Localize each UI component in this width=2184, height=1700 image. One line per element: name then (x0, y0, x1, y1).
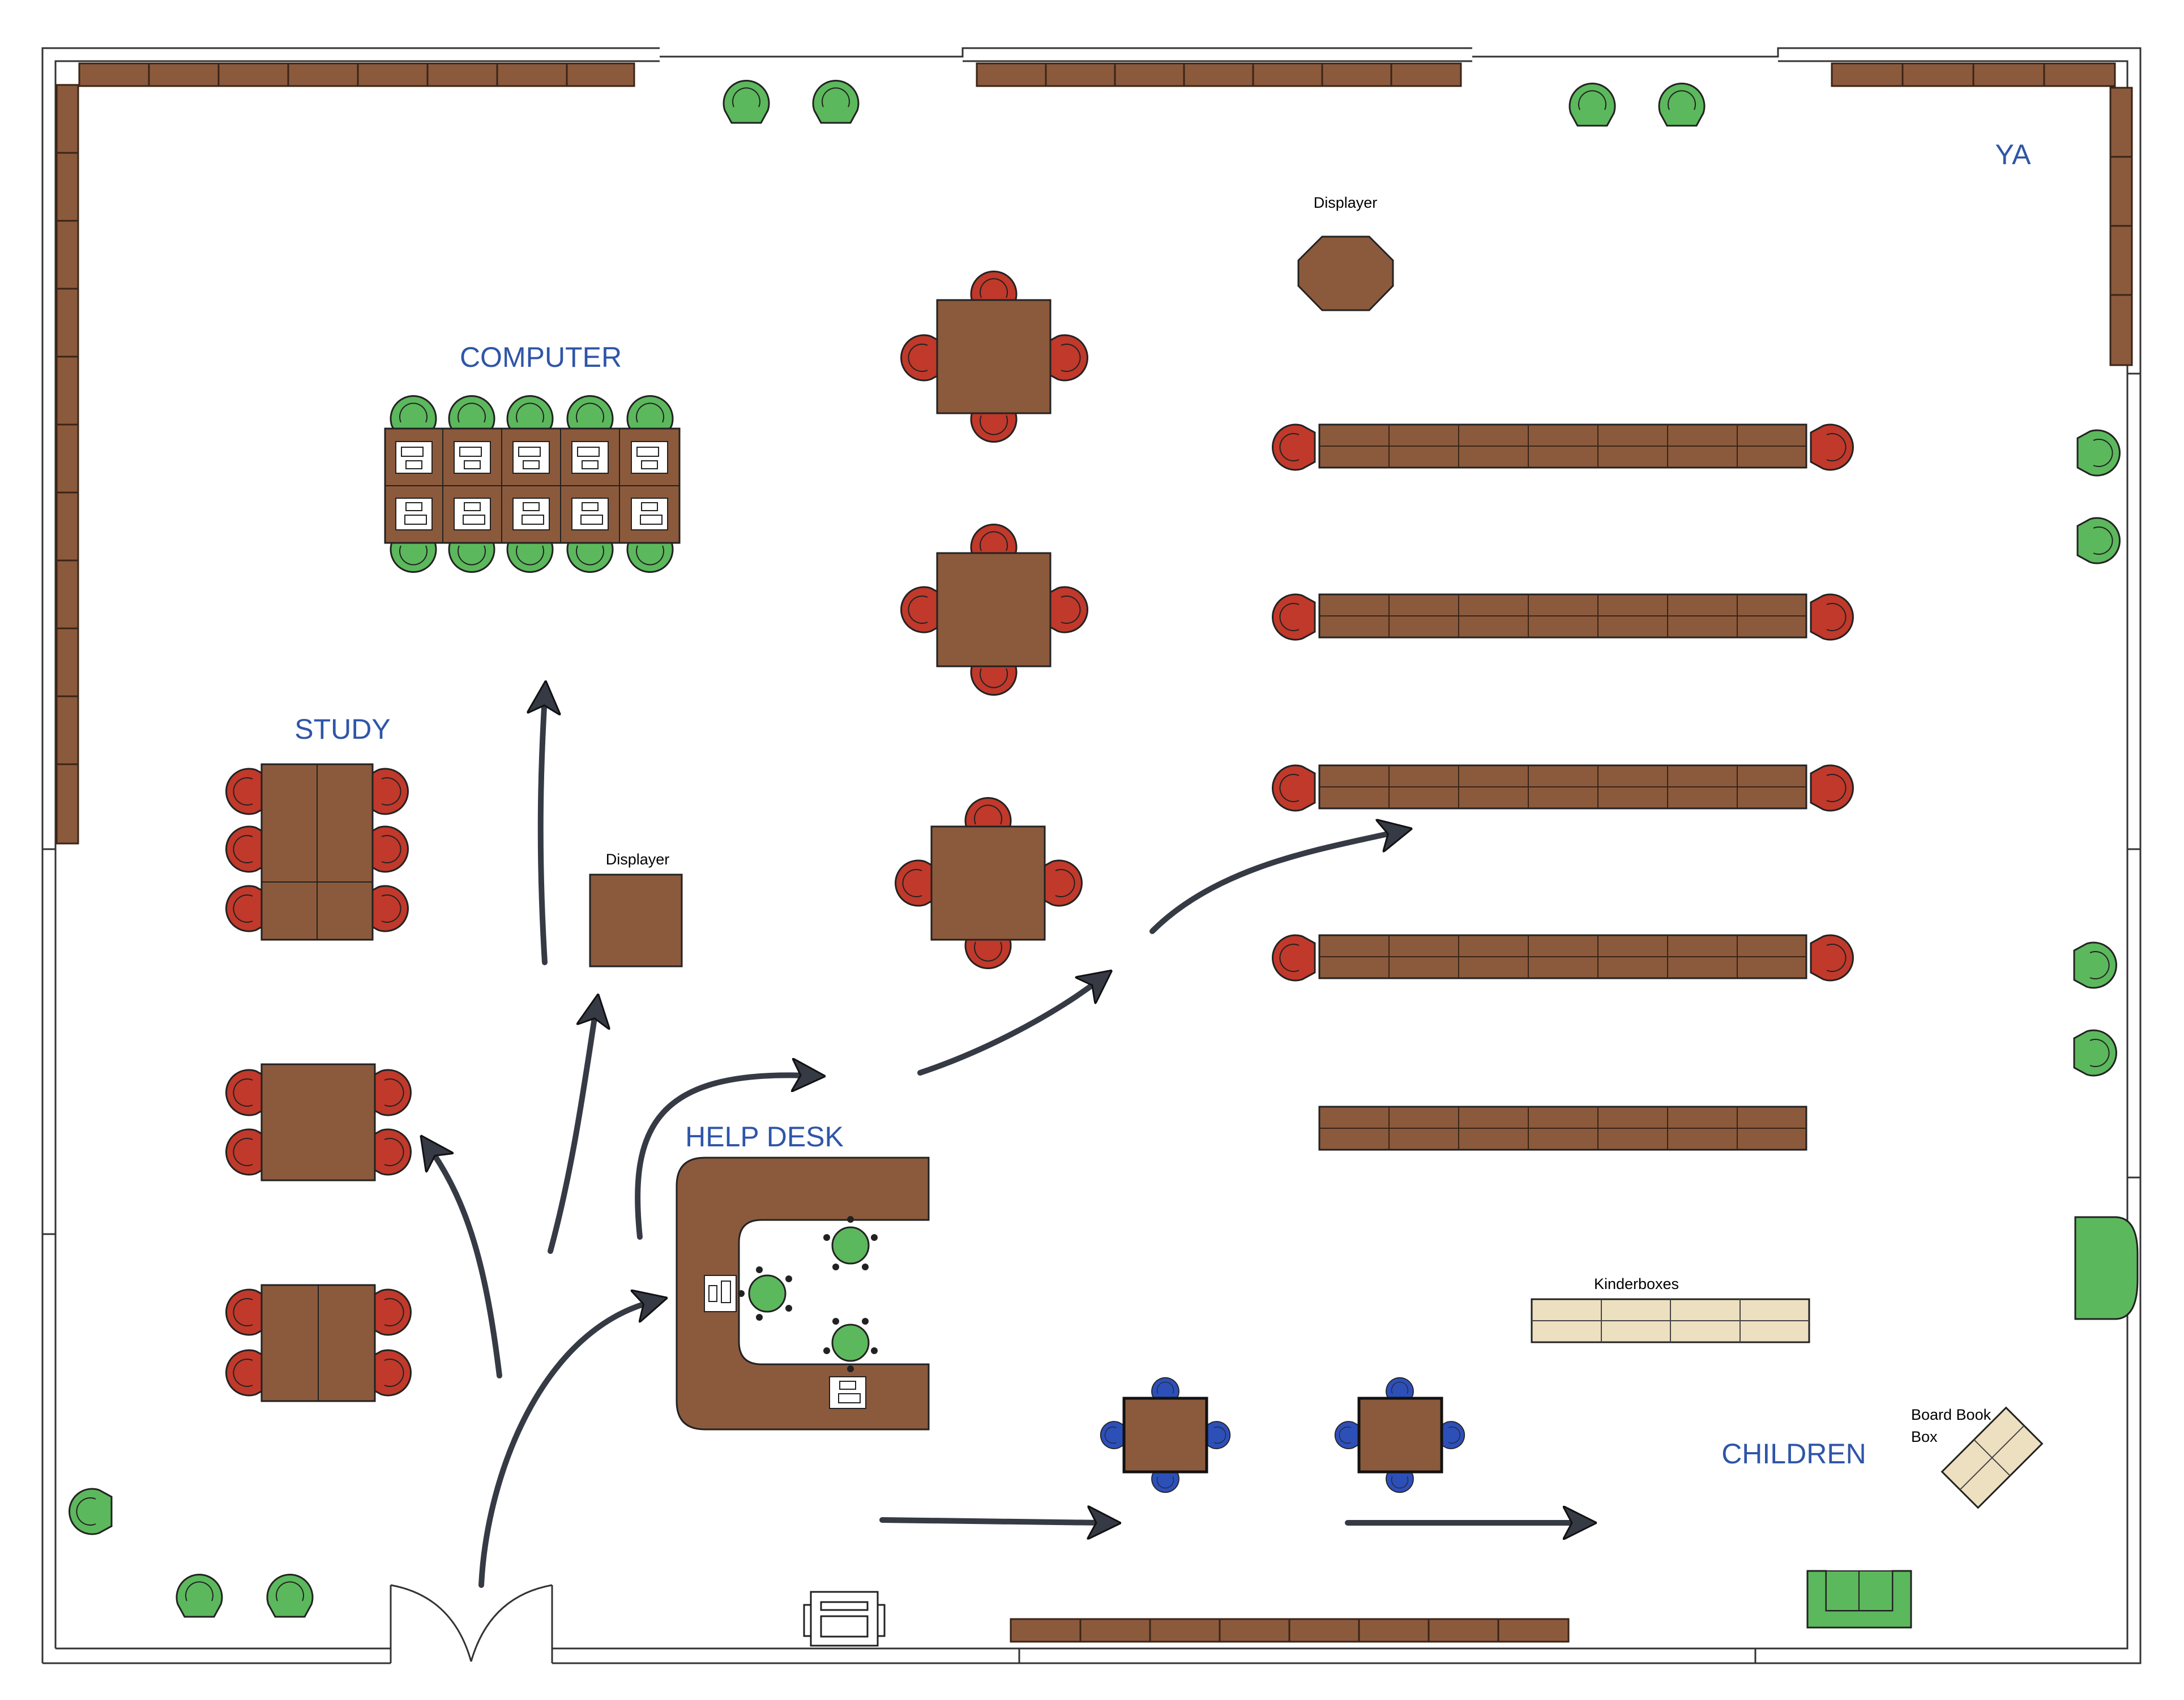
displayer-square (589, 873, 683, 967)
flow-arrow-from-entrance (478, 1302, 651, 1588)
zone-label-ya: YA (1995, 139, 2032, 170)
help-desk-chairs (737, 1215, 879, 1373)
kinderboxes: Kinderboxes (1531, 1275, 1810, 1343)
reading-table-1 (900, 271, 1088, 443)
zone-label-children: CHILDREN (1721, 1438, 1866, 1470)
help-desk (676, 1157, 930, 1431)
shelf-left-wall (55, 84, 79, 845)
children-couch (1806, 1570, 1912, 1629)
copier-icon (803, 1591, 886, 1647)
study-table-3 (225, 1284, 412, 1402)
board-book-box-label-1: Board Book (1911, 1406, 1991, 1423)
shelf-top-left (78, 62, 635, 87)
ya-lounge-seat (2074, 1216, 2139, 1320)
flow-arrow-children-1 (879, 1520, 1104, 1523)
children-table-1 (1100, 1377, 1231, 1493)
reading-table-3 (895, 797, 1083, 969)
traffic-flow-arrows (430, 697, 1580, 1588)
stack-shelf-4 (1272, 934, 1854, 982)
stack-shelf-3 (1272, 764, 1854, 812)
displayer-mid: Displayer (589, 851, 683, 967)
reading-table-2 (900, 524, 1088, 696)
board-book-box: Board Book Box (1911, 1406, 2044, 1509)
zone-label-help-desk: HELP DESK (685, 1121, 844, 1153)
stack-shelf-1 (1272, 423, 1854, 471)
stack-shelf-2 (1272, 593, 1854, 641)
flow-arrow-to-reading (917, 980, 1099, 1076)
zone-label-study: STUDY (294, 713, 390, 745)
computer-lab (384, 395, 681, 573)
kinderboxes-label: Kinderboxes (1594, 1275, 1679, 1292)
children-table-2 (1334, 1377, 1465, 1493)
shelf-top-center (976, 62, 1462, 87)
flow-arrow-to-study (430, 1149, 502, 1378)
building-walls (41, 47, 2142, 1664)
flow-arrow-to-stacks (1149, 832, 1396, 934)
displayer-octagon (1297, 235, 1394, 311)
stack-shelf-5 (1318, 1106, 1807, 1151)
flow-arrow-to-computer (541, 697, 545, 965)
flow-arrow-north-1 (548, 1010, 596, 1254)
displayer-top: Displayer (1297, 194, 1394, 311)
zone-label-computer: COMPUTER (460, 341, 622, 373)
help-desk-counter (676, 1157, 930, 1431)
displayer-top-label: Displayer (1314, 194, 1378, 211)
board-book-box-label-2: Box (1911, 1428, 1938, 1445)
study-table-2 (225, 1063, 412, 1181)
study-table-1 (225, 763, 409, 941)
displayer-mid-label: Displayer (606, 851, 670, 868)
wall-shelf-dividers (57, 63, 2132, 1642)
flow-arrow-north-2 (635, 1075, 809, 1240)
entrance-door[interactable] (390, 1584, 553, 1663)
